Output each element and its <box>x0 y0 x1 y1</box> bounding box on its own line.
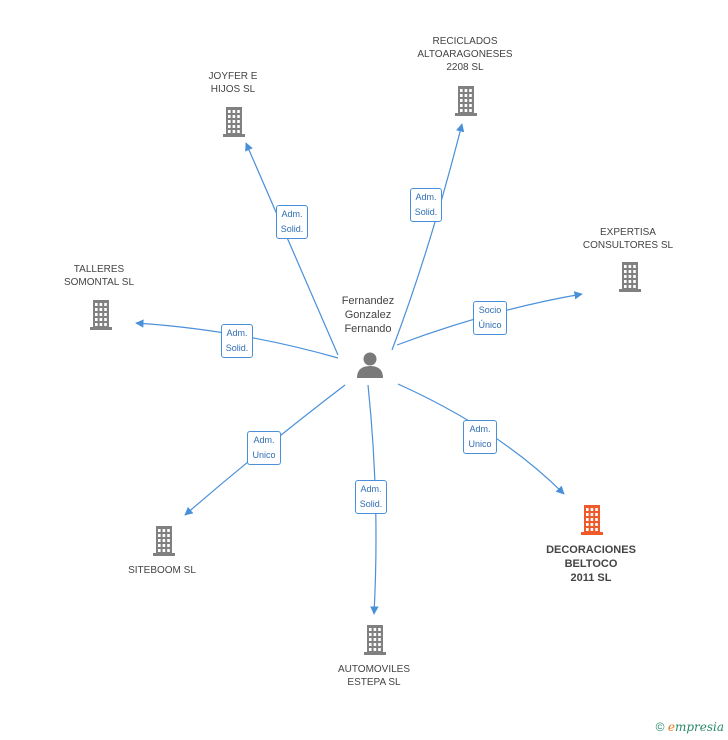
edge-label-expertisa[interactable]: Socio Único <box>473 301 507 335</box>
edge-label-siteboom[interactable]: Adm. Unico <box>247 431 281 465</box>
company-name-expertisa[interactable]: EXPERTISA CONSULTORES SL <box>582 227 674 251</box>
building-icon-decoraciones <box>581 505 603 535</box>
company-name-joyfer[interactable]: JOYFER E HIJOS SL <box>208 71 258 95</box>
person-name[interactable]: Fernandez Gonzalez Fernando <box>341 295 395 335</box>
brand-logo-text: mpresia <box>674 720 724 734</box>
company-name-reciclados[interactable]: RECICLADOS ALTOARAGONESES 2208 SL <box>417 36 513 73</box>
company-name-talleres[interactable]: TALLERES SOMONTAL SL <box>63 264 134 288</box>
building-icon-expertisa <box>619 262 641 292</box>
edge-label-reciclados[interactable]: Adm. Solid. <box>409 188 443 222</box>
footer-brand: © empresia <box>656 720 724 734</box>
building-icon-joyfer <box>223 107 245 137</box>
building-icon-siteboom <box>153 526 175 556</box>
brand-logo-e: e <box>667 720 675 734</box>
edge-label-decoraciones[interactable]: Adm. Unico <box>463 420 497 454</box>
building-icon-reciclados <box>455 86 477 116</box>
edge-reciclados <box>391 123 465 351</box>
edge-joyfer <box>245 142 339 356</box>
copyright-symbol: © <box>655 720 665 734</box>
company-name-decoraciones[interactable]: DECORACIONES BELTOCO 2011 SL <box>546 544 636 584</box>
edge-label-automoviles[interactable]: Adm. Solid. <box>354 480 388 514</box>
edge-label-talleres[interactable]: Adm. Solid. <box>220 324 254 358</box>
company-name-automoviles[interactable]: AUTOMOVILES ESTEPA SL <box>337 664 411 688</box>
edge-label-joyfer[interactable]: Adm. Solid. <box>275 205 309 239</box>
person-icon <box>357 352 383 378</box>
company-name-siteboom[interactable]: SITEBOOM SL <box>128 565 196 576</box>
building-icon-automoviles <box>364 625 386 655</box>
building-icon-talleres <box>90 300 112 330</box>
